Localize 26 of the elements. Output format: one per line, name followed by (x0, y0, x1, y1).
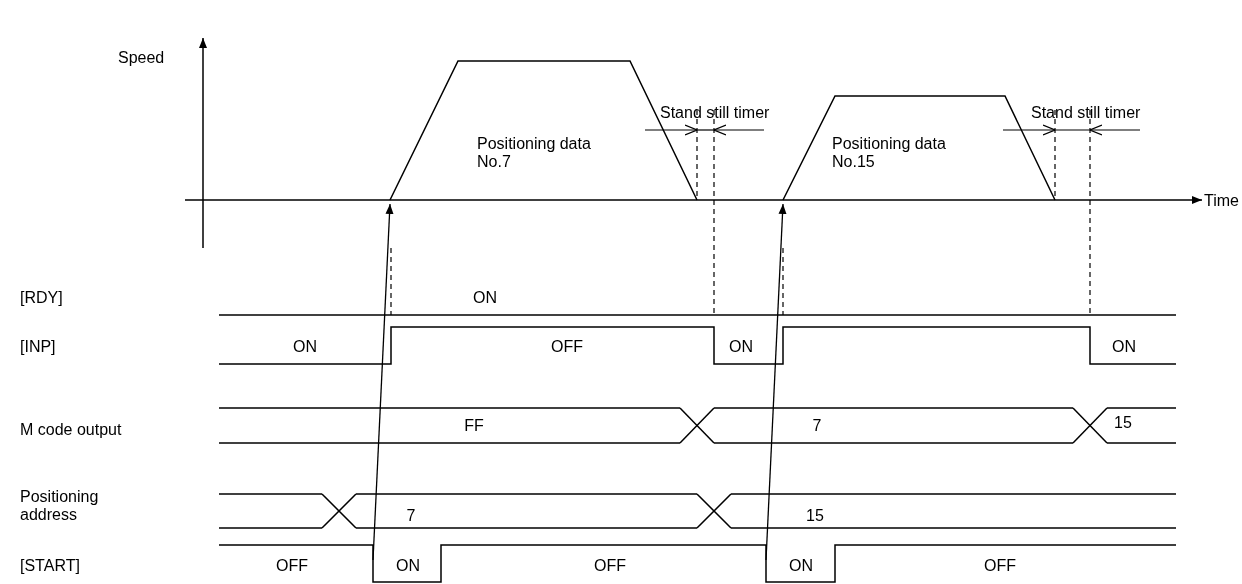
timer-label: Stand still timer (660, 104, 770, 122)
bus-value: 15 (806, 507, 824, 525)
signal-state: ON (473, 289, 497, 307)
signal-state: ON (729, 338, 753, 356)
signal-state: ON (1112, 338, 1136, 356)
signal-state: ON (789, 557, 813, 575)
signal-name: [START] (20, 557, 80, 575)
signal-name: [INP] (20, 338, 56, 356)
signal-name: [RDY] (20, 289, 63, 307)
signal-state: OFF (594, 557, 626, 575)
signal-name: M code output (20, 421, 122, 439)
bus-value: 7 (812, 417, 822, 435)
signal-state: OFF (551, 338, 583, 356)
bus-value: 7 (406, 507, 416, 525)
signal-state: OFF (276, 557, 308, 575)
axis-label: Speed (118, 49, 165, 67)
bus-value: FF (464, 417, 484, 435)
signal-state: OFF (984, 557, 1016, 575)
signal-name: Positioning address (20, 488, 100, 524)
profile-label: Positioning data No.7 (477, 135, 592, 171)
profile-label: Positioning data No.15 (832, 135, 947, 171)
bus-value: 15 (1114, 414, 1132, 432)
signal-state: ON (396, 557, 420, 575)
axis-label: Time (1204, 192, 1239, 210)
timer-label: Stand still timer (1031, 104, 1141, 122)
signal-state: ON (293, 338, 317, 356)
